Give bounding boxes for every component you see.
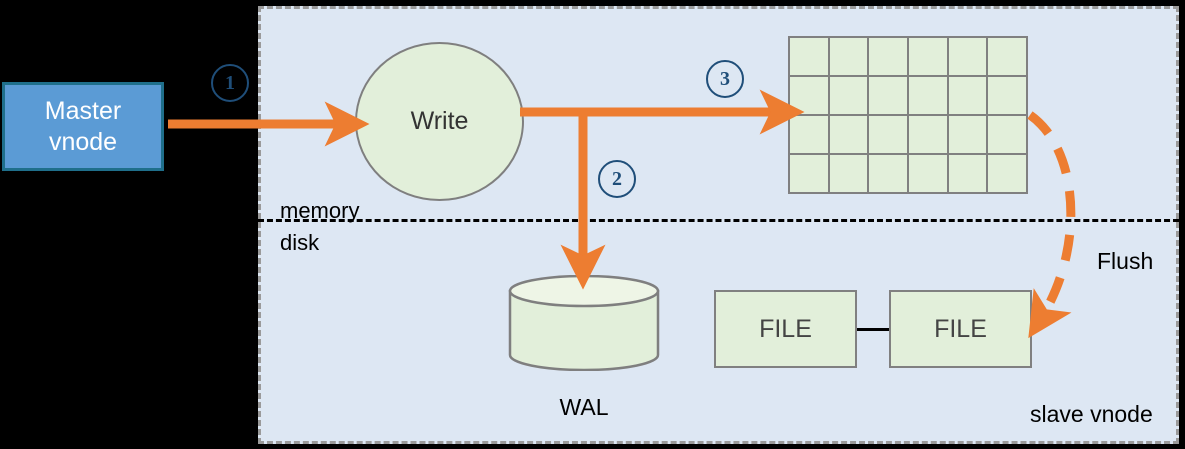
memtable-cell (790, 155, 828, 192)
memtable-cell (869, 116, 907, 153)
memtable-cell (829, 77, 868, 114)
slave-vnode-label: slave vnode (1030, 401, 1153, 427)
memtable-cell (988, 116, 1026, 153)
memtable-cell (829, 155, 868, 192)
file-connector-line (857, 328, 889, 331)
master-vnode-box[interactable]: Master vnode (2, 82, 164, 171)
file-box-2[interactable]: FILE (889, 290, 1032, 368)
memtable-cell (909, 77, 947, 114)
memtable-cell (829, 38, 868, 75)
memtable-cell (790, 77, 828, 114)
file-box-2-label: FILE (934, 314, 987, 343)
memtable-cell (790, 38, 828, 75)
memtable-cell (948, 77, 987, 114)
memtable-cell (909, 155, 947, 192)
disk-label: disk (280, 230, 320, 255)
wal-cylinder[interactable] (508, 274, 660, 372)
memtable-grid (788, 36, 1028, 194)
memtable-cell (988, 77, 1026, 114)
memtable-cell (790, 116, 828, 153)
memtable-cell (869, 38, 907, 75)
write-node[interactable]: Write (355, 42, 524, 201)
file-box-1[interactable]: FILE (714, 290, 857, 368)
memtable-cell (948, 155, 987, 192)
memtable-cell (948, 38, 987, 75)
memtable-cell (869, 155, 907, 192)
step-badge-3: 3 (706, 60, 744, 98)
wal-cylinder-shape (508, 274, 660, 372)
memtable-cell (988, 155, 1026, 192)
step-badge-1: 1 (211, 64, 249, 102)
memtable-cell (909, 38, 947, 75)
master-vnode-label-line2: vnode (48, 127, 118, 156)
memtable-cell (909, 116, 947, 153)
memtable-cell (869, 77, 907, 114)
flush-label: Flush (1097, 248, 1154, 274)
memory-label: memory (280, 198, 360, 223)
write-node-label: Write (410, 107, 469, 135)
master-vnode-label-line1: Master (44, 96, 122, 125)
memory-disk-divider (258, 219, 1179, 222)
memtable-cell (948, 116, 987, 153)
memtable-cell (829, 116, 868, 153)
wal-label: WAL (559, 394, 609, 420)
file-box-1-label: FILE (759, 314, 812, 343)
step-badge-2: 2 (598, 160, 636, 198)
memtable-cell (988, 38, 1026, 75)
